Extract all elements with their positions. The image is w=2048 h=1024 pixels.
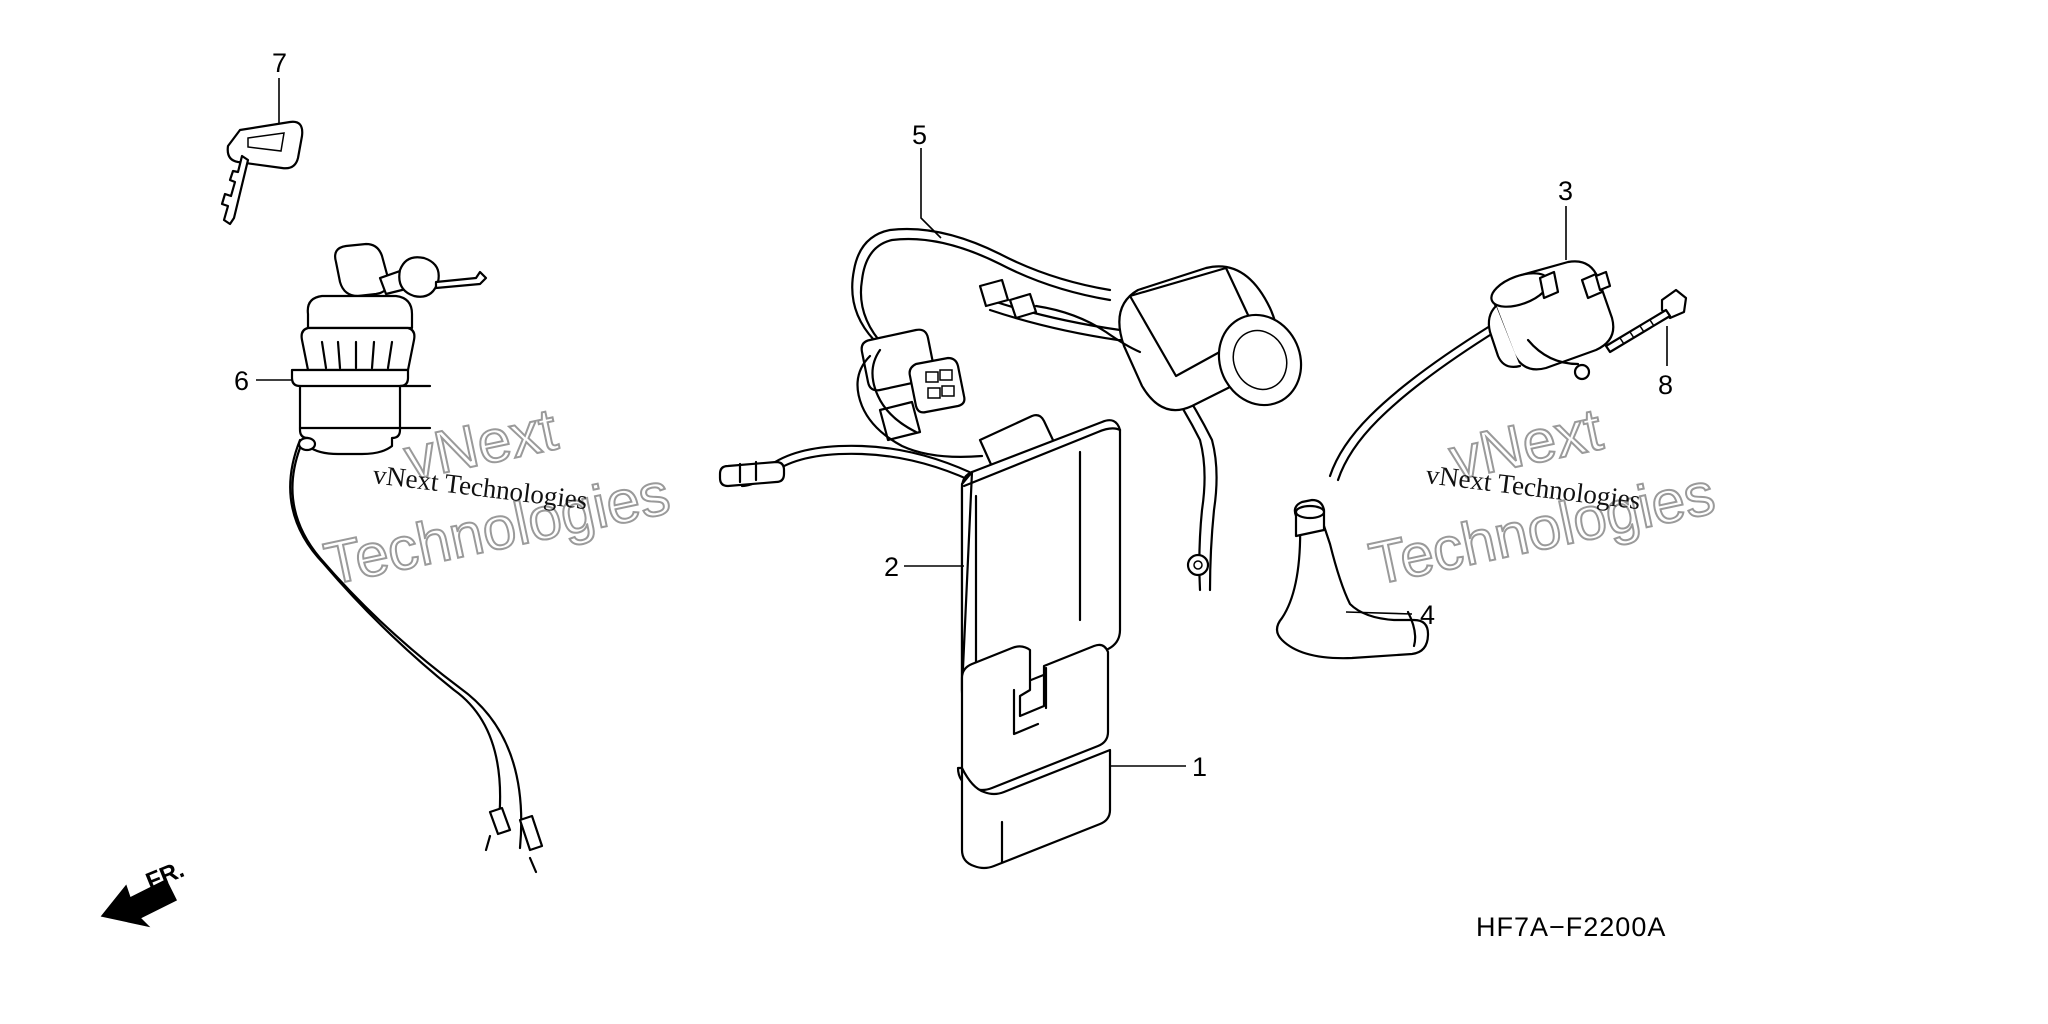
front-marker-label: FR. [142,856,188,896]
cdi-holder [956,643,1112,870]
callouts: 7 6 5 2 1 3 8 4 [234,48,1673,782]
coil-bolt [1604,288,1688,354]
spark-plug-cap [1275,498,1430,660]
callout-4: 4 [1420,600,1435,630]
callout-7: 7 [272,48,287,78]
spare-key [220,120,304,226]
callout-2: 2 [884,552,899,582]
leader-lines [256,78,1668,767]
ignition-coil [1328,260,1615,482]
watermark-right: vNext Technologies vNext Technologies [1363,394,1722,598]
front-arrow-icon [100,878,178,928]
callout-1: 1 [1192,752,1207,782]
wire-harness [851,227,1303,592]
front-arrow: FR. [100,856,188,928]
callout-8: 8 [1658,370,1673,400]
part-code: HF7A−F2200A [1476,912,1666,942]
callout-5: 5 [912,120,927,150]
callout-6: 6 [234,366,249,396]
leader-4 [1345,611,1413,615]
leader-5 [920,148,942,239]
ignition-switch [289,242,544,874]
callout-3: 3 [1558,176,1573,206]
